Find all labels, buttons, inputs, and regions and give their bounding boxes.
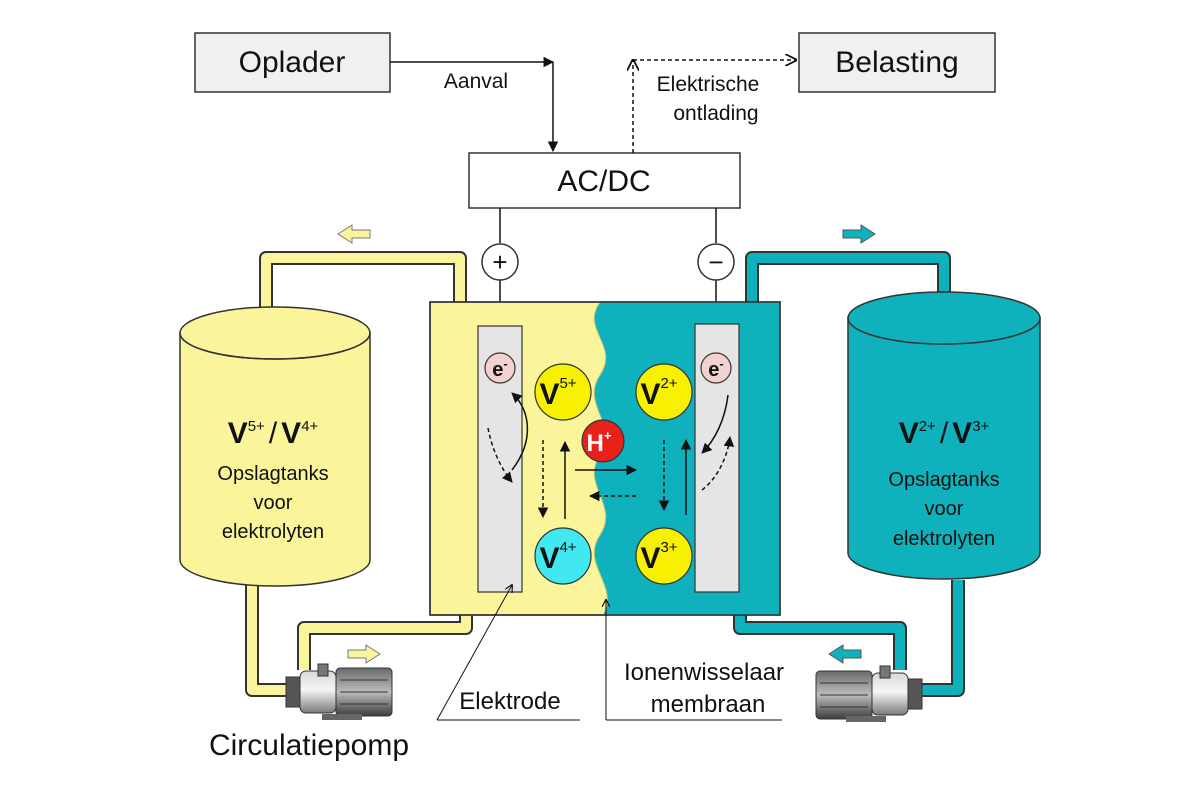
left-electrolyte-tank [179, 306, 371, 587]
left-pipes [245, 251, 473, 697]
charger-label: Oplader [239, 46, 346, 79]
electrode-label: Elektrode [459, 688, 560, 715]
svg-text:H+: H+ [587, 428, 612, 457]
ac-dc-converter-box: AC/DC [468, 152, 741, 209]
ion-v5: V5+ [534, 363, 592, 421]
negative-terminal-icon: − [697, 243, 735, 281]
right-tank-line1: Opslagtanks [888, 469, 999, 491]
discharge-label-line1: Elektrische [657, 73, 760, 96]
pump-flow-right-arrow-icon [347, 644, 381, 664]
right-electron-arrow-solid [701, 394, 729, 454]
membrane-label-line2: membraan [651, 691, 766, 718]
right-electron-arrow-dashed [701, 435, 735, 491]
right-pump-icon [815, 665, 923, 722]
pump-label: Circulatiepomp [209, 729, 409, 762]
left-tank-line3: elektrolyten [222, 521, 324, 543]
left-tank-line2: voor [254, 492, 293, 514]
right-tank-line2: voor [925, 498, 964, 520]
left-tank-ions: V5+/V4+ [228, 417, 319, 450]
svg-text:e-: e- [708, 356, 723, 381]
left-electron-arrow-solid [511, 392, 529, 471]
left-pump-icon [285, 663, 393, 720]
ion-v3: V3+ [635, 527, 693, 585]
svg-text:V5+: V5+ [539, 375, 576, 411]
right-electrolyte-tank [847, 291, 1041, 580]
ion-v2: V2+ [635, 363, 693, 421]
right-electron: e- [700, 352, 732, 384]
load-box: Belasting [798, 32, 996, 93]
right-tank-ions: V2+/V3+ [899, 417, 990, 450]
ion-h-proton: H+ [581, 419, 625, 463]
membrane-label-line1: Ionenwisselaar [624, 659, 784, 686]
svg-text:−: − [708, 247, 723, 277]
positive-terminal-icon: + [481, 243, 519, 281]
discharge-label-line2: ontlading [673, 102, 758, 125]
svg-text:V3+: V3+ [640, 539, 677, 575]
flow-right-arrow-icon [842, 224, 876, 244]
flow-left-arrow-icon [337, 224, 371, 244]
load-label: Belasting [835, 46, 958, 79]
supply-label: Aanval [444, 70, 508, 93]
svg-text:V4+: V4+ [539, 539, 576, 575]
pump-flow-left-arrow-icon [828, 644, 862, 664]
ion-v4: V4+ [534, 527, 592, 585]
charger-box: Oplader [194, 32, 391, 93]
svg-text:+: + [492, 247, 507, 277]
svg-text:V2+: V2+ [640, 375, 677, 411]
converter-label: AC/DC [557, 165, 650, 198]
electrode-pointer [436, 585, 512, 721]
right-tank-line3: elektrolyten [893, 528, 995, 550]
left-electron: e- [484, 352, 516, 384]
left-tank-line1: Opslagtanks [217, 463, 328, 485]
right-pipes [733, 251, 965, 697]
svg-text:e-: e- [492, 356, 507, 381]
